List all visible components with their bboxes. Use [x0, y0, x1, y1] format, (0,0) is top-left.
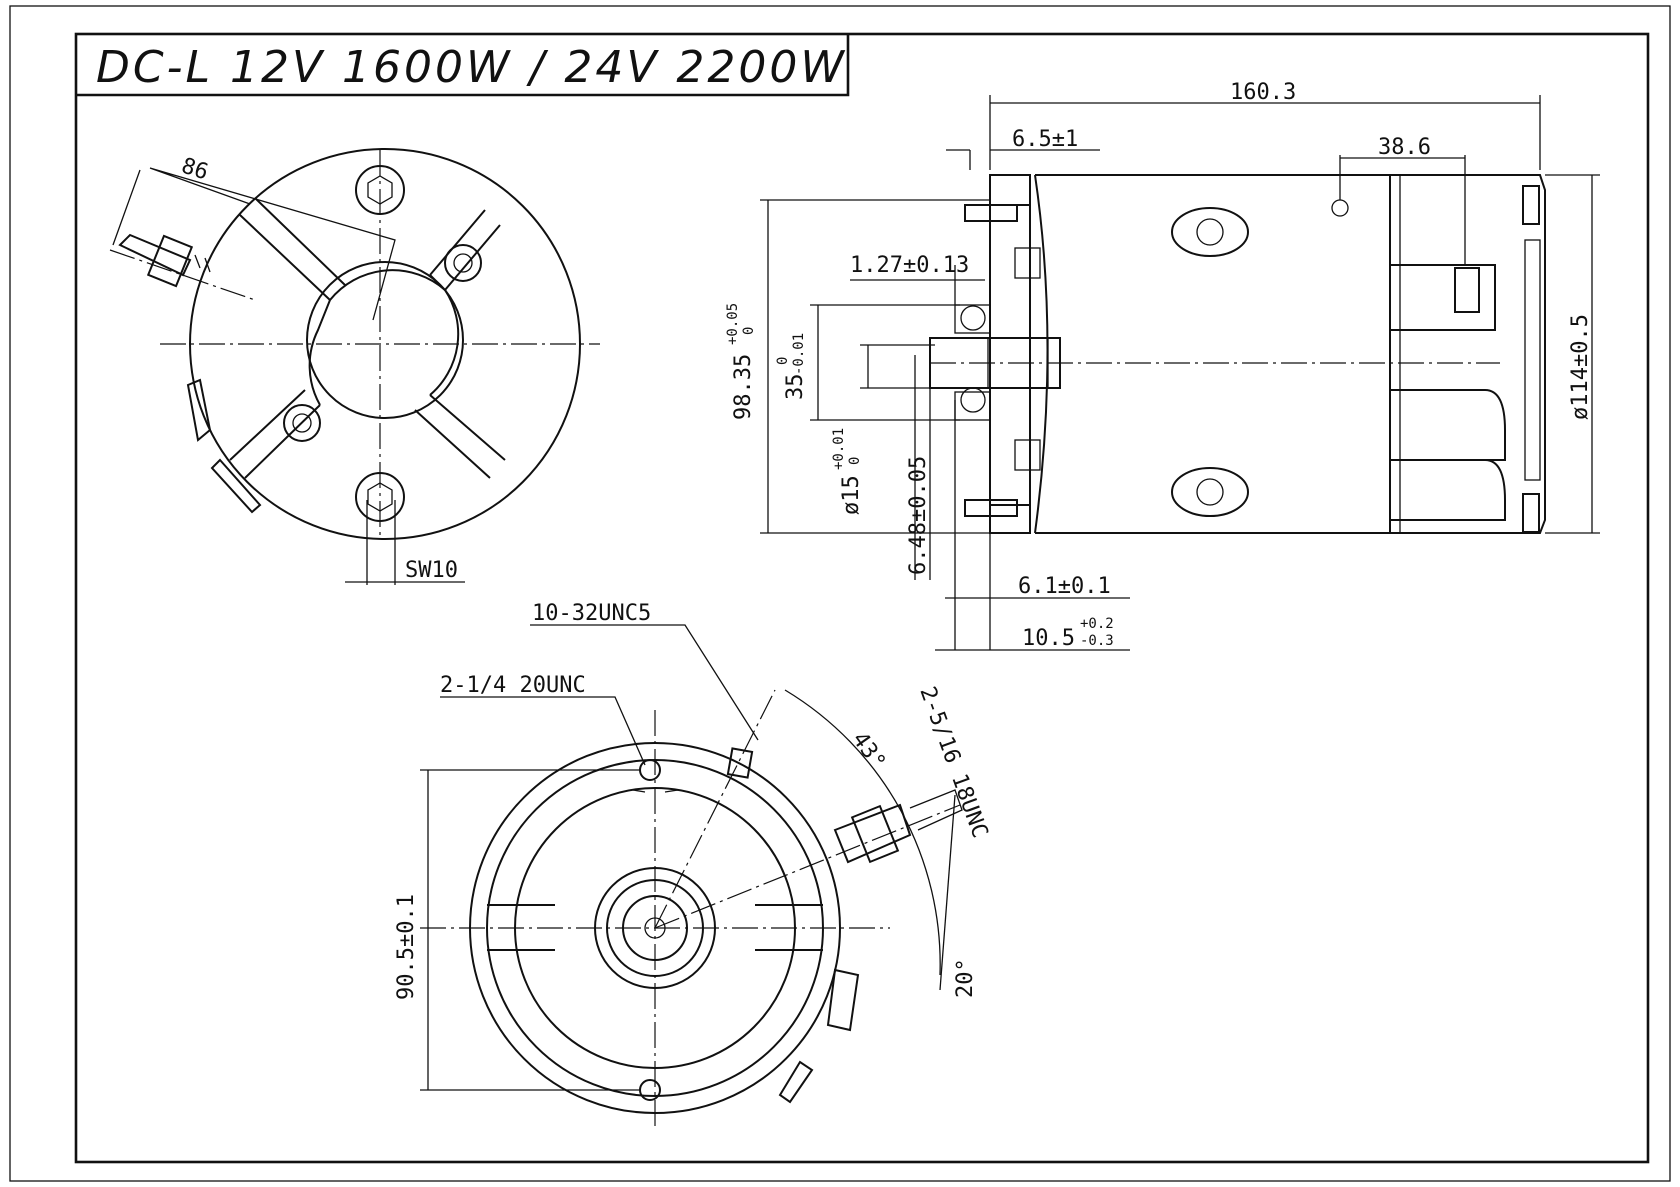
dim-1-27: 1.27±0.13 [850, 253, 969, 278]
dim-35-tol-up: 0 [775, 357, 791, 365]
outer-frame [9, 5, 1671, 1182]
dim-sw10: SW10 [405, 558, 458, 583]
dim-38-6: 38.6 [1378, 135, 1431, 160]
title-block [76, 34, 850, 97]
dim-d15-tol-up: +0.01 [831, 428, 847, 470]
dim-angle-43: 43° [847, 728, 890, 775]
dim-d15: ø15 [839, 475, 864, 515]
dim-98-35-tol-lo: 0 [741, 327, 757, 335]
thread-2-14: 2-1/4 20UNC [440, 673, 586, 698]
dim-35-tol-lo: -0.01 [791, 333, 807, 375]
dim-6-1: 6.1±0.1 [1018, 574, 1111, 599]
dim-10-5-tol-up: +0.2 [1080, 616, 1114, 632]
dim-98-35-tol-up: +0.05 [725, 303, 741, 345]
dim-angle-20: 20° [953, 958, 978, 998]
dim-length: 160.3 [1230, 80, 1296, 105]
dim-90-5: 90.5±0.1 [394, 894, 419, 1000]
dim-86: 86 [178, 154, 211, 186]
dim-98-35: 98.35 [731, 354, 756, 420]
front-end-view: 43° 20° 10-32UNC5 2-1/4 20UNC 2-5/16 18U… [394, 601, 992, 1130]
dim-10-5: 10.5 [1022, 626, 1075, 651]
dim-10-5-tol-lo: -0.3 [1080, 633, 1114, 649]
dim-d114: ø114±0.5 [1568, 314, 1593, 420]
dim-35: 35 [783, 374, 808, 401]
dim-d15-tol-lo: 0 [847, 457, 863, 465]
side-view: 160.3 6.5±1 38.6 1.27±0.13 98.35 +0.05 0… [725, 80, 1600, 651]
drawing-title: DC-L 12V 1600W / 24V 2200W [96, 42, 847, 93]
rear-end-view: 86 SW10 [109, 148, 600, 585]
dim-6-48: 6.48±0.05 [906, 456, 931, 575]
dim-6-5: 6.5±1 [1012, 127, 1078, 152]
inner-frame [74, 32, 1650, 1164]
thread-10-32: 10-32UNC5 [532, 601, 651, 626]
